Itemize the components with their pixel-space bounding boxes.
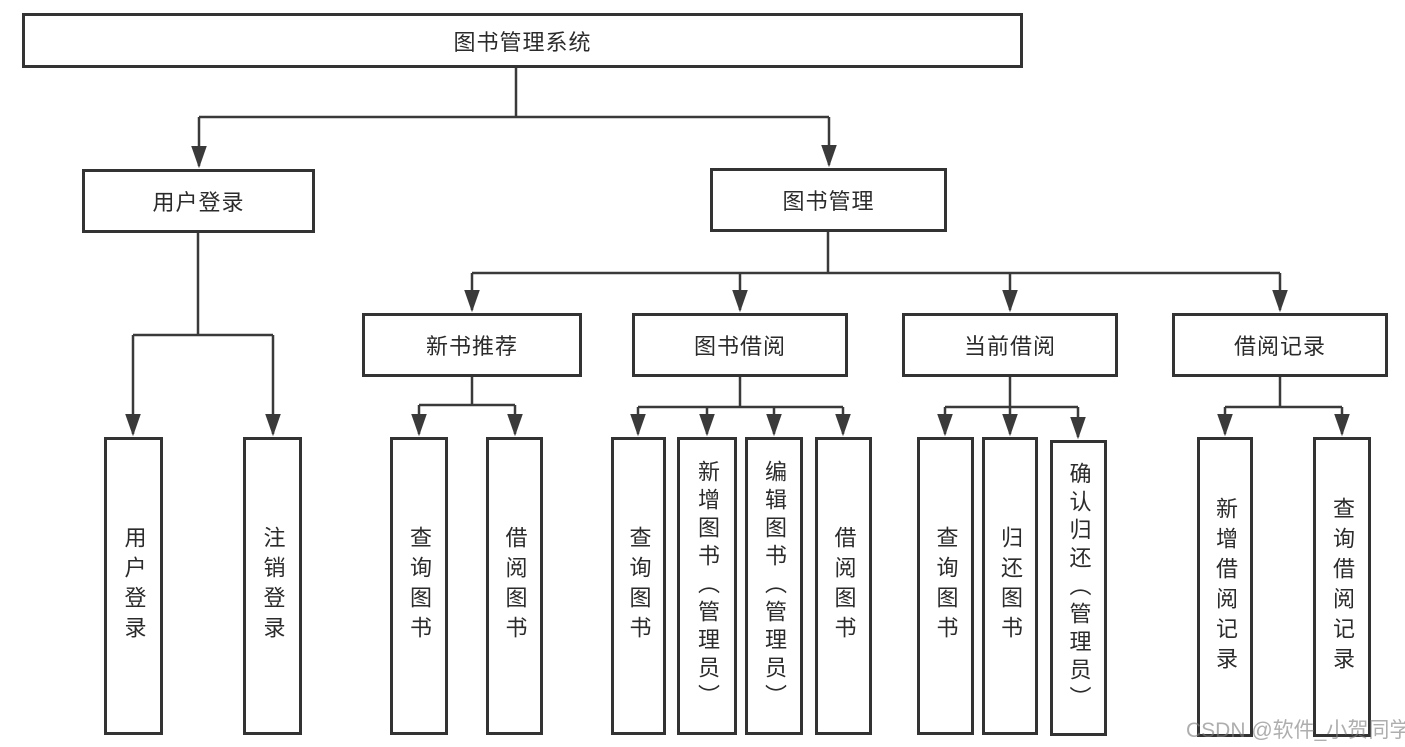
watermark: CSDN @软件_小贺同学 xyxy=(1186,719,1405,742)
leaf-borrow-books-borrowing: 借阅图书 xyxy=(815,437,872,735)
leaf-query-books-recommend: 查询图书 xyxy=(390,437,448,735)
leaf-label: 新增借阅记录 xyxy=(1213,497,1238,677)
leaf-label: 借阅图书 xyxy=(831,526,857,646)
leaf-edit-books-admin: 编辑图书（管理员） xyxy=(745,437,803,735)
node-current-borrowing: 当前借阅 xyxy=(902,313,1118,377)
leaf-label: 注销登录 xyxy=(260,526,286,646)
leaf-label: 用户登录 xyxy=(121,526,147,646)
node-borrowing-records: 借阅记录 xyxy=(1172,313,1388,377)
leaf-label: 编辑图书（管理员） xyxy=(762,460,787,712)
leaf-label: 新增图书（管理员） xyxy=(695,460,720,712)
leaf-label: 查询图书 xyxy=(407,526,432,646)
leaf-logout: 注销登录 xyxy=(243,437,302,735)
leaf-query-books-current: 查询图书 xyxy=(917,437,974,735)
leaf-label: 查询图书 xyxy=(626,526,652,646)
node-book-borrowing: 图书借阅 xyxy=(632,313,848,377)
leaf-label: 归还图书 xyxy=(998,526,1023,646)
leaf-confirm-return-admin: 确认归还（管理员） xyxy=(1050,440,1107,736)
leaf-add-books-admin: 新增图书（管理员） xyxy=(677,437,737,735)
node-user-login: 用户登录 xyxy=(82,169,315,233)
leaf-label: 查询图书 xyxy=(933,526,959,646)
leaf-query-books-borrowing: 查询图书 xyxy=(611,437,666,735)
leaf-label: 确认归还（管理员） xyxy=(1066,462,1092,714)
node-new-book-recommendation: 新书推荐 xyxy=(362,313,582,377)
leaf-label: 查询借阅记录 xyxy=(1330,497,1355,677)
leaf-query-borrow-record: 查询借阅记录 xyxy=(1313,437,1371,737)
leaf-return-books: 归还图书 xyxy=(982,437,1038,735)
leaf-label: 借阅图书 xyxy=(502,526,528,646)
leaf-user-login: 用户登录 xyxy=(104,437,163,735)
leaf-add-borrow-record: 新增借阅记录 xyxy=(1197,437,1253,737)
leaf-borrow-books-recommend: 借阅图书 xyxy=(486,437,543,735)
node-root: 图书管理系统 xyxy=(22,13,1023,68)
node-book-management: 图书管理 xyxy=(710,168,947,232)
